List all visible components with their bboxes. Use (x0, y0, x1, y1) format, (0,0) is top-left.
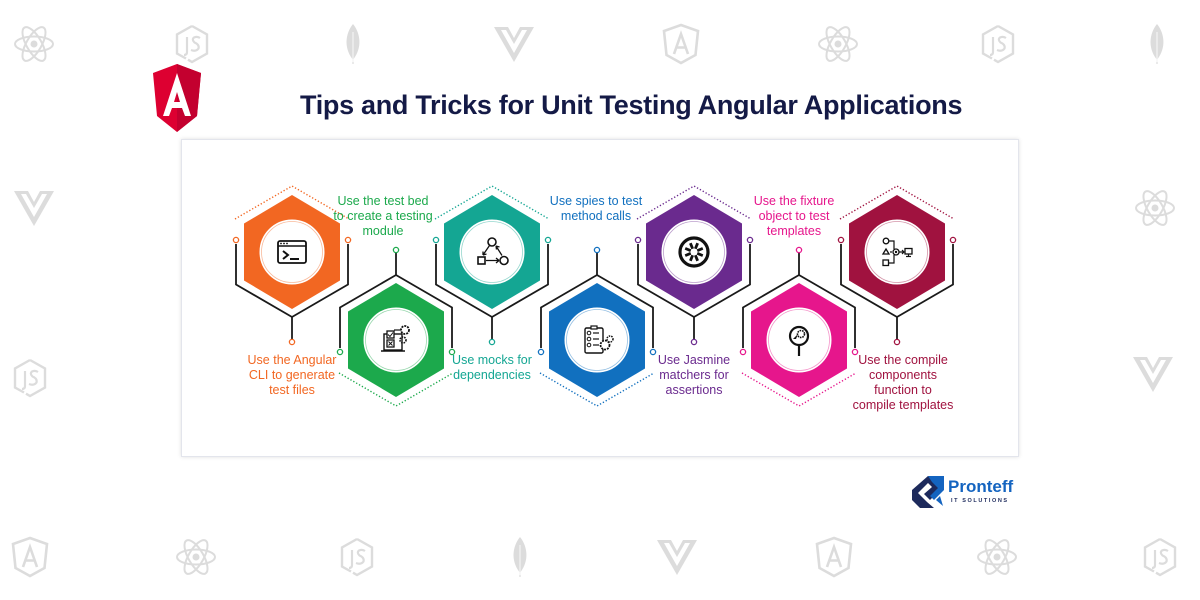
connector-node (537, 348, 545, 356)
tip-label-line: Use the fixture (753, 194, 835, 208)
tip-node-4 (537, 246, 657, 407)
tip-label-line: object to test (758, 209, 830, 223)
icon-circle (563, 306, 631, 374)
connector-node (432, 236, 440, 244)
tip-label-line: compile templates (852, 398, 954, 412)
tip-label-line: method calls (560, 209, 632, 223)
tip-node-6 (739, 246, 859, 407)
tip-label-line: templates (766, 224, 822, 238)
connector-node (448, 348, 456, 356)
dependency-flow-icon (477, 237, 509, 266)
checklist-gears-icon (584, 325, 614, 354)
connector-node (593, 246, 601, 254)
brand-name: Pronteff (948, 477, 1014, 496)
connector-node (851, 348, 859, 356)
brand-tagline: IT SOLUTIONS (951, 498, 1009, 504)
dotted-accent (234, 185, 350, 220)
tip-label-line: assertions (665, 383, 723, 397)
tip-node-3 (432, 185, 552, 346)
connector-node (746, 236, 754, 244)
tip-label-line: Use Jasmine (657, 353, 731, 367)
tip-label-line: to create a testing (333, 209, 433, 223)
icon-circle (362, 306, 430, 374)
dotted-accent (539, 372, 655, 407)
connector-node (288, 338, 296, 346)
connector-node (949, 236, 957, 244)
connector-node (232, 236, 240, 244)
tip-node-5 (634, 185, 754, 346)
tip-node-7 (837, 185, 957, 346)
connector-node (739, 348, 747, 356)
dotted-accent (636, 185, 752, 220)
connector-node (392, 246, 400, 254)
connector-node (488, 338, 496, 346)
page-title: Tips and Tricks for Unit Testing Angular… (300, 90, 963, 120)
tip-node-2 (336, 246, 456, 407)
search-gear-icon (788, 325, 810, 356)
terminal-icon (277, 240, 307, 264)
angular-logo (153, 64, 201, 132)
tip-label-line: Use the test bed (337, 194, 429, 208)
tip-label-line: Use the Angular (247, 353, 337, 367)
tip-label-line: function to (874, 383, 932, 397)
tip-label-line: test files (269, 383, 315, 397)
tip-label-line: Use mocks for (452, 353, 532, 367)
tip-node-1 (232, 185, 352, 346)
connector-node (837, 236, 845, 244)
dotted-accent (434, 185, 550, 220)
pronteff-logo: Pronteff IT SOLUTIONS (910, 474, 1030, 514)
tip-label-line: dependencies (453, 368, 531, 382)
connector-node (634, 236, 642, 244)
icon-circle (458, 218, 526, 286)
tip-label-line: Use spies to test (549, 194, 643, 208)
tip-label-line: components (868, 368, 938, 382)
pronteff-mark-icon (912, 476, 944, 508)
tip-label-line: matchers for (659, 368, 729, 382)
tip-label-line: Use the compile (858, 353, 948, 367)
dotted-accent (338, 372, 454, 407)
connector-node (795, 246, 803, 254)
icon-circle (660, 218, 728, 286)
connector-node (893, 338, 901, 346)
compile-flow-icon (881, 237, 913, 267)
connector-node (690, 338, 698, 346)
connector-node (336, 348, 344, 356)
dotted-accent (839, 185, 955, 220)
tip-label-line: CLI to generate (248, 368, 336, 382)
connector-node (344, 236, 352, 244)
testing-laptop-gears-icon (381, 325, 410, 352)
dotted-accent (741, 372, 857, 407)
connector-node (649, 348, 657, 356)
jasmine-icon (678, 236, 710, 268)
tip-label-line: module (362, 224, 404, 238)
connector-node (544, 236, 552, 244)
